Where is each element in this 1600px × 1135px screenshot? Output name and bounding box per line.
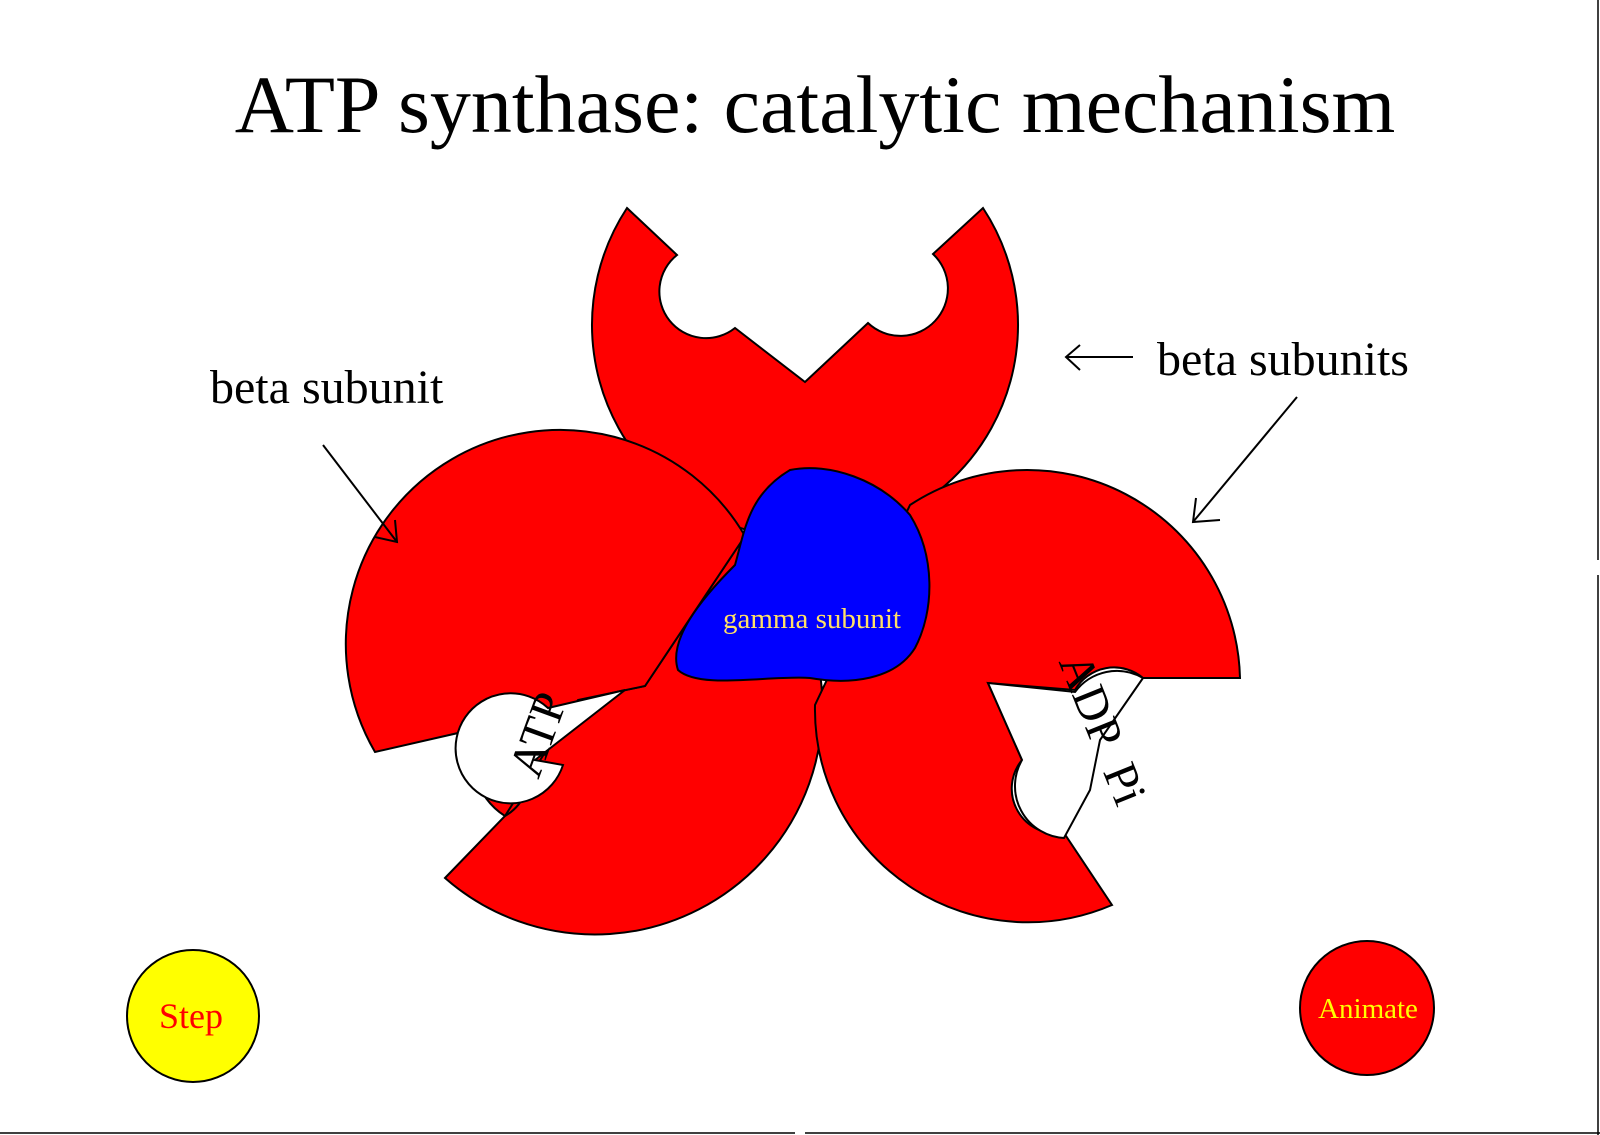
binding-pocket-right bbox=[986, 669, 1145, 840]
page-title: ATP synthase: catalytic mechanism bbox=[235, 59, 1396, 150]
beta-subunits-label: beta subunits bbox=[1157, 333, 1409, 386]
arrow-to-left-beta bbox=[322, 444, 399, 544]
animate-button[interactable]: Animate bbox=[1299, 940, 1435, 1076]
step-button-label: Step bbox=[159, 996, 223, 1036]
binding-pocket-left bbox=[454, 689, 626, 805]
gamma-subunit bbox=[675, 467, 931, 682]
step-button[interactable]: Step bbox=[126, 949, 260, 1083]
beta-subunit-label: beta subunit bbox=[210, 361, 444, 414]
gamma-subunit-label: gamma subunit bbox=[723, 603, 901, 635]
arrow-to-top-beta bbox=[1064, 344, 1133, 371]
arrow-to-right-beta bbox=[1191, 396, 1298, 524]
animate-button-label: Animate bbox=[1318, 993, 1418, 1025]
